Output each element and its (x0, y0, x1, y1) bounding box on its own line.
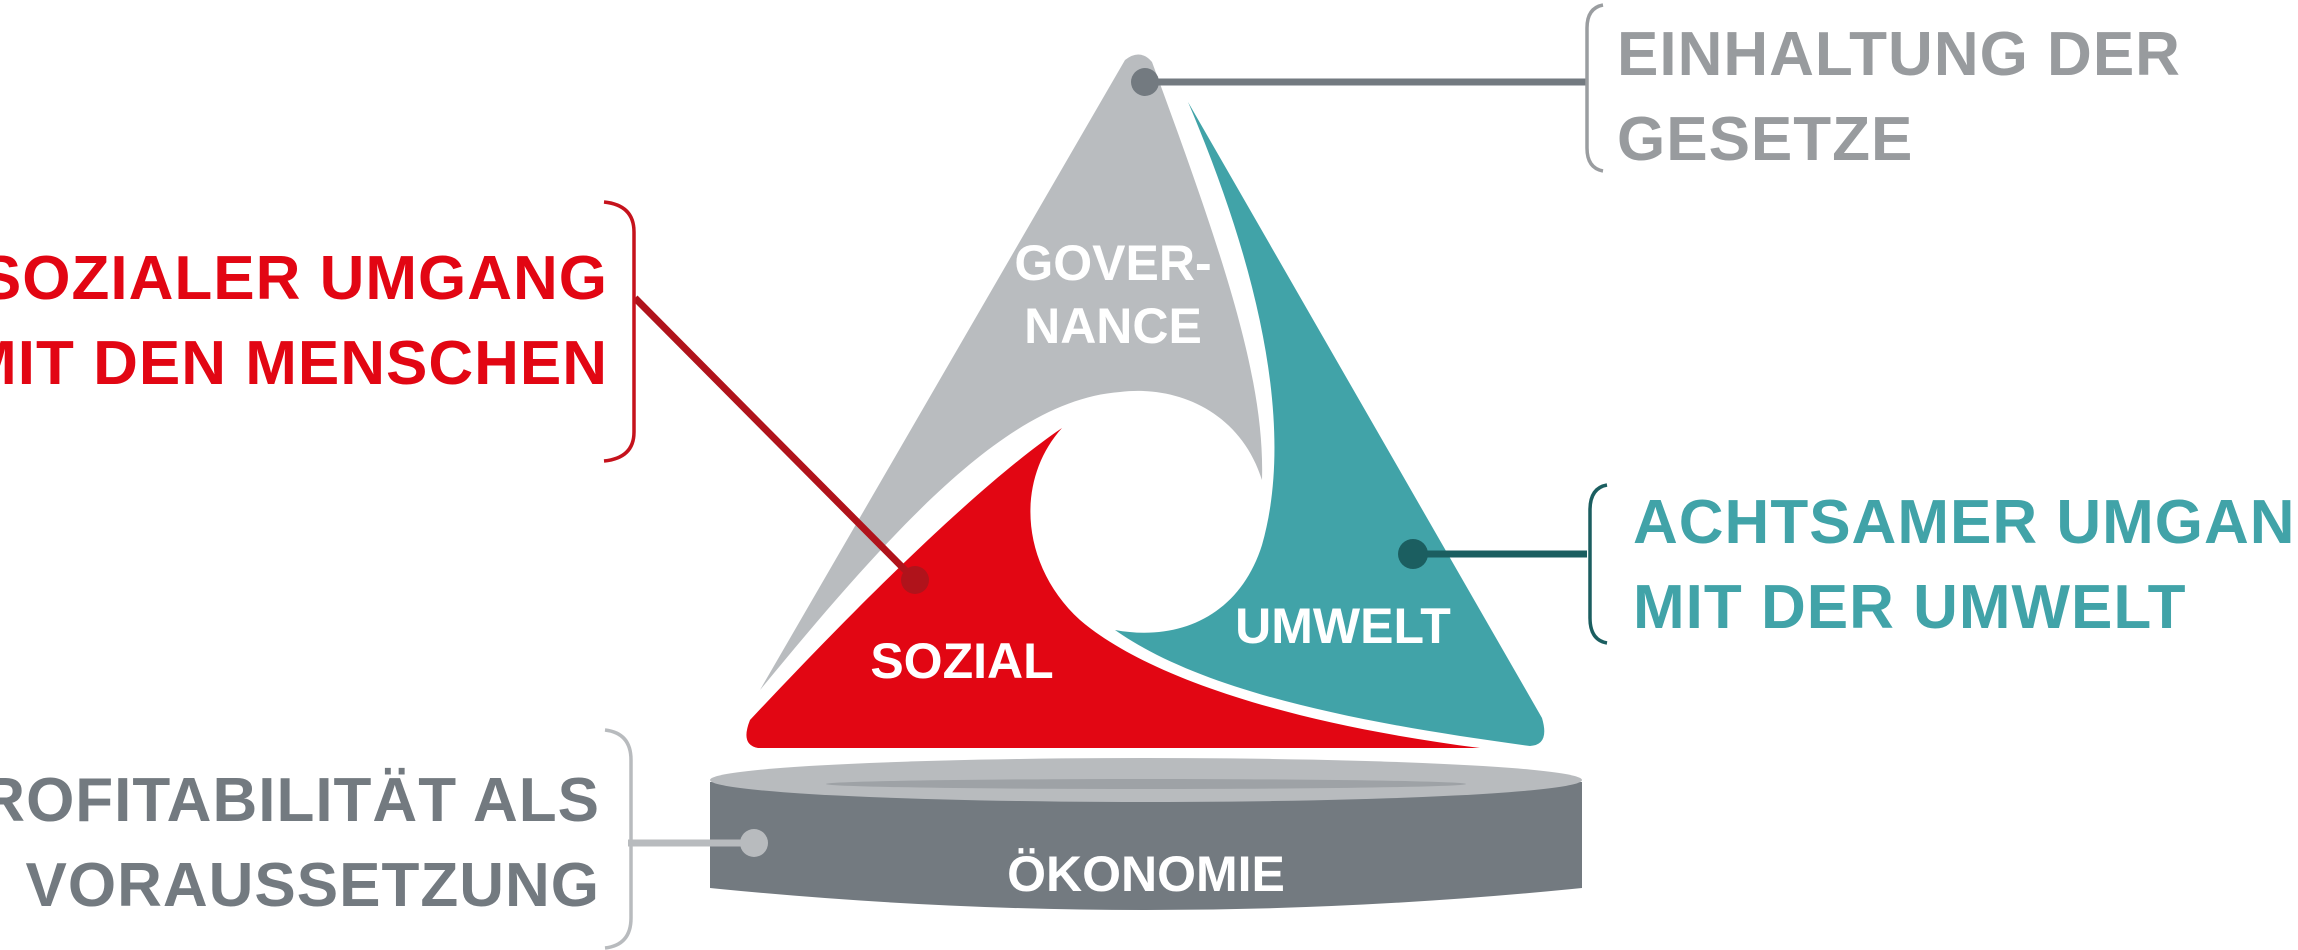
umwelt-segment (1115, 102, 1545, 746)
oekonomie-connector-dot (740, 829, 768, 857)
governance-callout: EINHALTUNG DER GESETZE (1617, 12, 2181, 182)
governance-segment (760, 54, 1263, 690)
platform-side (710, 782, 1582, 910)
umwelt-callout-line2: MIT DER UMWELT (1633, 573, 2187, 642)
oekonomie-callout: PROFITABILITÄT ALS VORAUSSETZUNG (0, 758, 600, 928)
sozial-connector-line (632, 295, 918, 583)
oekonomie-callout-line1: PROFITABILITÄT ALS (0, 766, 600, 835)
sozial-callout: SOZIALER UMGANG MIT DEN MENSCHEN (0, 236, 608, 406)
platform-top-inner-line (826, 779, 1466, 789)
sozial-callout-line1: SOZIALER UMGANG (0, 244, 608, 313)
sozial-bracket (603, 200, 636, 463)
governance-callout-line1: EINHALTUNG DER (1617, 20, 2181, 89)
umwelt-callout: ACHTSAMER UMGANG MIT DER UMWELT (1633, 480, 2298, 650)
governance-connector-dot (1131, 68, 1159, 96)
umwelt-callout-line1: ACHTSAMER UMGANG (1633, 488, 2298, 557)
governance-bracket (1585, 3, 1604, 173)
governance-callout-line2: GESETZE (1617, 105, 1914, 174)
umwelt-connector-dot (1398, 539, 1428, 569)
governance-label-line1: GOVER- (1014, 235, 1211, 291)
sozial-label: SOZIAL (870, 633, 1053, 689)
sozial-callout-line2: MIT DEN MENSCHEN (0, 329, 608, 398)
sozial-segment (746, 428, 1480, 748)
oekonomie-callout-line2: VORAUSSETZUNG (25, 851, 600, 920)
umwelt-bracket (1588, 483, 1608, 645)
umwelt-label: UMWELT (1235, 598, 1451, 654)
governance-label-line2: NANCE (1024, 298, 1202, 354)
sozial-connector-dot (901, 566, 929, 594)
oekonomie-bracket (604, 728, 633, 950)
oekonomie-label: ÖKONOMIE (1007, 846, 1285, 902)
